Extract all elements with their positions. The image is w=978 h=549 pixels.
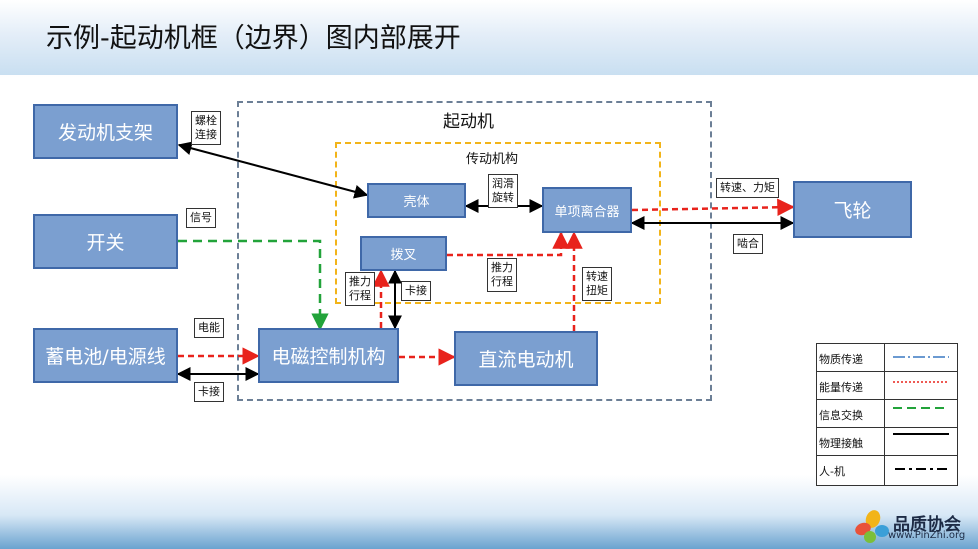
bolt-connection-note: 螺栓 连接 <box>191 111 221 145</box>
transmission-frame-label: 传动机构 <box>466 152 519 167</box>
legend-swatch-solid-black <box>893 433 949 435</box>
legend-label: 物质传递 <box>819 353 863 366</box>
speed-torque-note: 转速 扭矩 <box>582 267 612 301</box>
flower-logo-icon <box>855 510 889 543</box>
engine-housing-link <box>177 141 369 199</box>
clip-inner-note: 卡接 <box>401 281 431 301</box>
legend-row-human-machine: 人-机 <box>817 456 957 484</box>
legend-label: 物理接触 <box>819 437 863 450</box>
legend-label: 人-机 <box>819 465 845 478</box>
housing-block: 壳体 <box>367 183 466 218</box>
title-banner <box>0 0 978 75</box>
push-stroke-right-note: 推力 行程 <box>487 258 517 292</box>
push-stroke-left-note: 推力 行程 <box>345 272 375 306</box>
legend-swatch-dash-dot-black <box>895 468 949 470</box>
legend-divider <box>884 344 885 485</box>
clutch-flywheel-energy-link <box>631 198 795 217</box>
legend-swatch-dashed-green <box>893 407 949 409</box>
starter-boundary-frame <box>237 101 712 401</box>
legend-row-energy: 能量传递 <box>817 372 957 400</box>
solenoid-block: 电磁控制机构 <box>258 328 399 383</box>
legend-label: 信息交换 <box>819 409 863 422</box>
legend-row-material: 物质传递 <box>817 344 957 372</box>
legend-row-information: 信息交换 <box>817 400 957 428</box>
mesh-note: 啮合 <box>733 234 763 254</box>
battery-block: 蓄电池/电源线 <box>33 328 178 383</box>
switch-block: 开关 <box>33 214 178 269</box>
signal-note: 信号 <box>186 208 216 228</box>
starter-frame-label: 起动机 <box>443 112 494 132</box>
switch-signal-link <box>178 239 329 331</box>
flywheel-block: 飞轮 <box>793 181 912 238</box>
legend-row-contact: 物理接触 <box>817 428 957 456</box>
clip-bottom-note: 卡接 <box>194 382 224 402</box>
lubrication-note: 润滑 旋转 <box>488 174 518 208</box>
legend-swatch-dash-dot-blue <box>893 356 949 358</box>
speed-force-note: 转速、力矩 <box>716 178 779 198</box>
dc-motor-block: 直流电动机 <box>454 331 598 386</box>
logo-url: www.PinZhi.org <box>888 530 966 541</box>
logo-name: 品质协会 <box>893 515 961 535</box>
engine-mount-block: 发动机支架 <box>33 104 178 159</box>
power-note: 电能 <box>194 318 224 338</box>
legend-label: 能量传递 <box>819 381 863 394</box>
clutch-block: 单项离合器 <box>542 187 632 233</box>
legend-box: 物质传递 能量传递 信息交换 物理接触 人-机 <box>816 343 958 486</box>
legend-swatch-dotted-red <box>893 381 949 383</box>
page-title: 示例-起动机框（边界）图内部展开 <box>46 23 461 54</box>
fork-block: 拨叉 <box>360 236 447 271</box>
fork-clutch-push-link <box>447 231 570 257</box>
